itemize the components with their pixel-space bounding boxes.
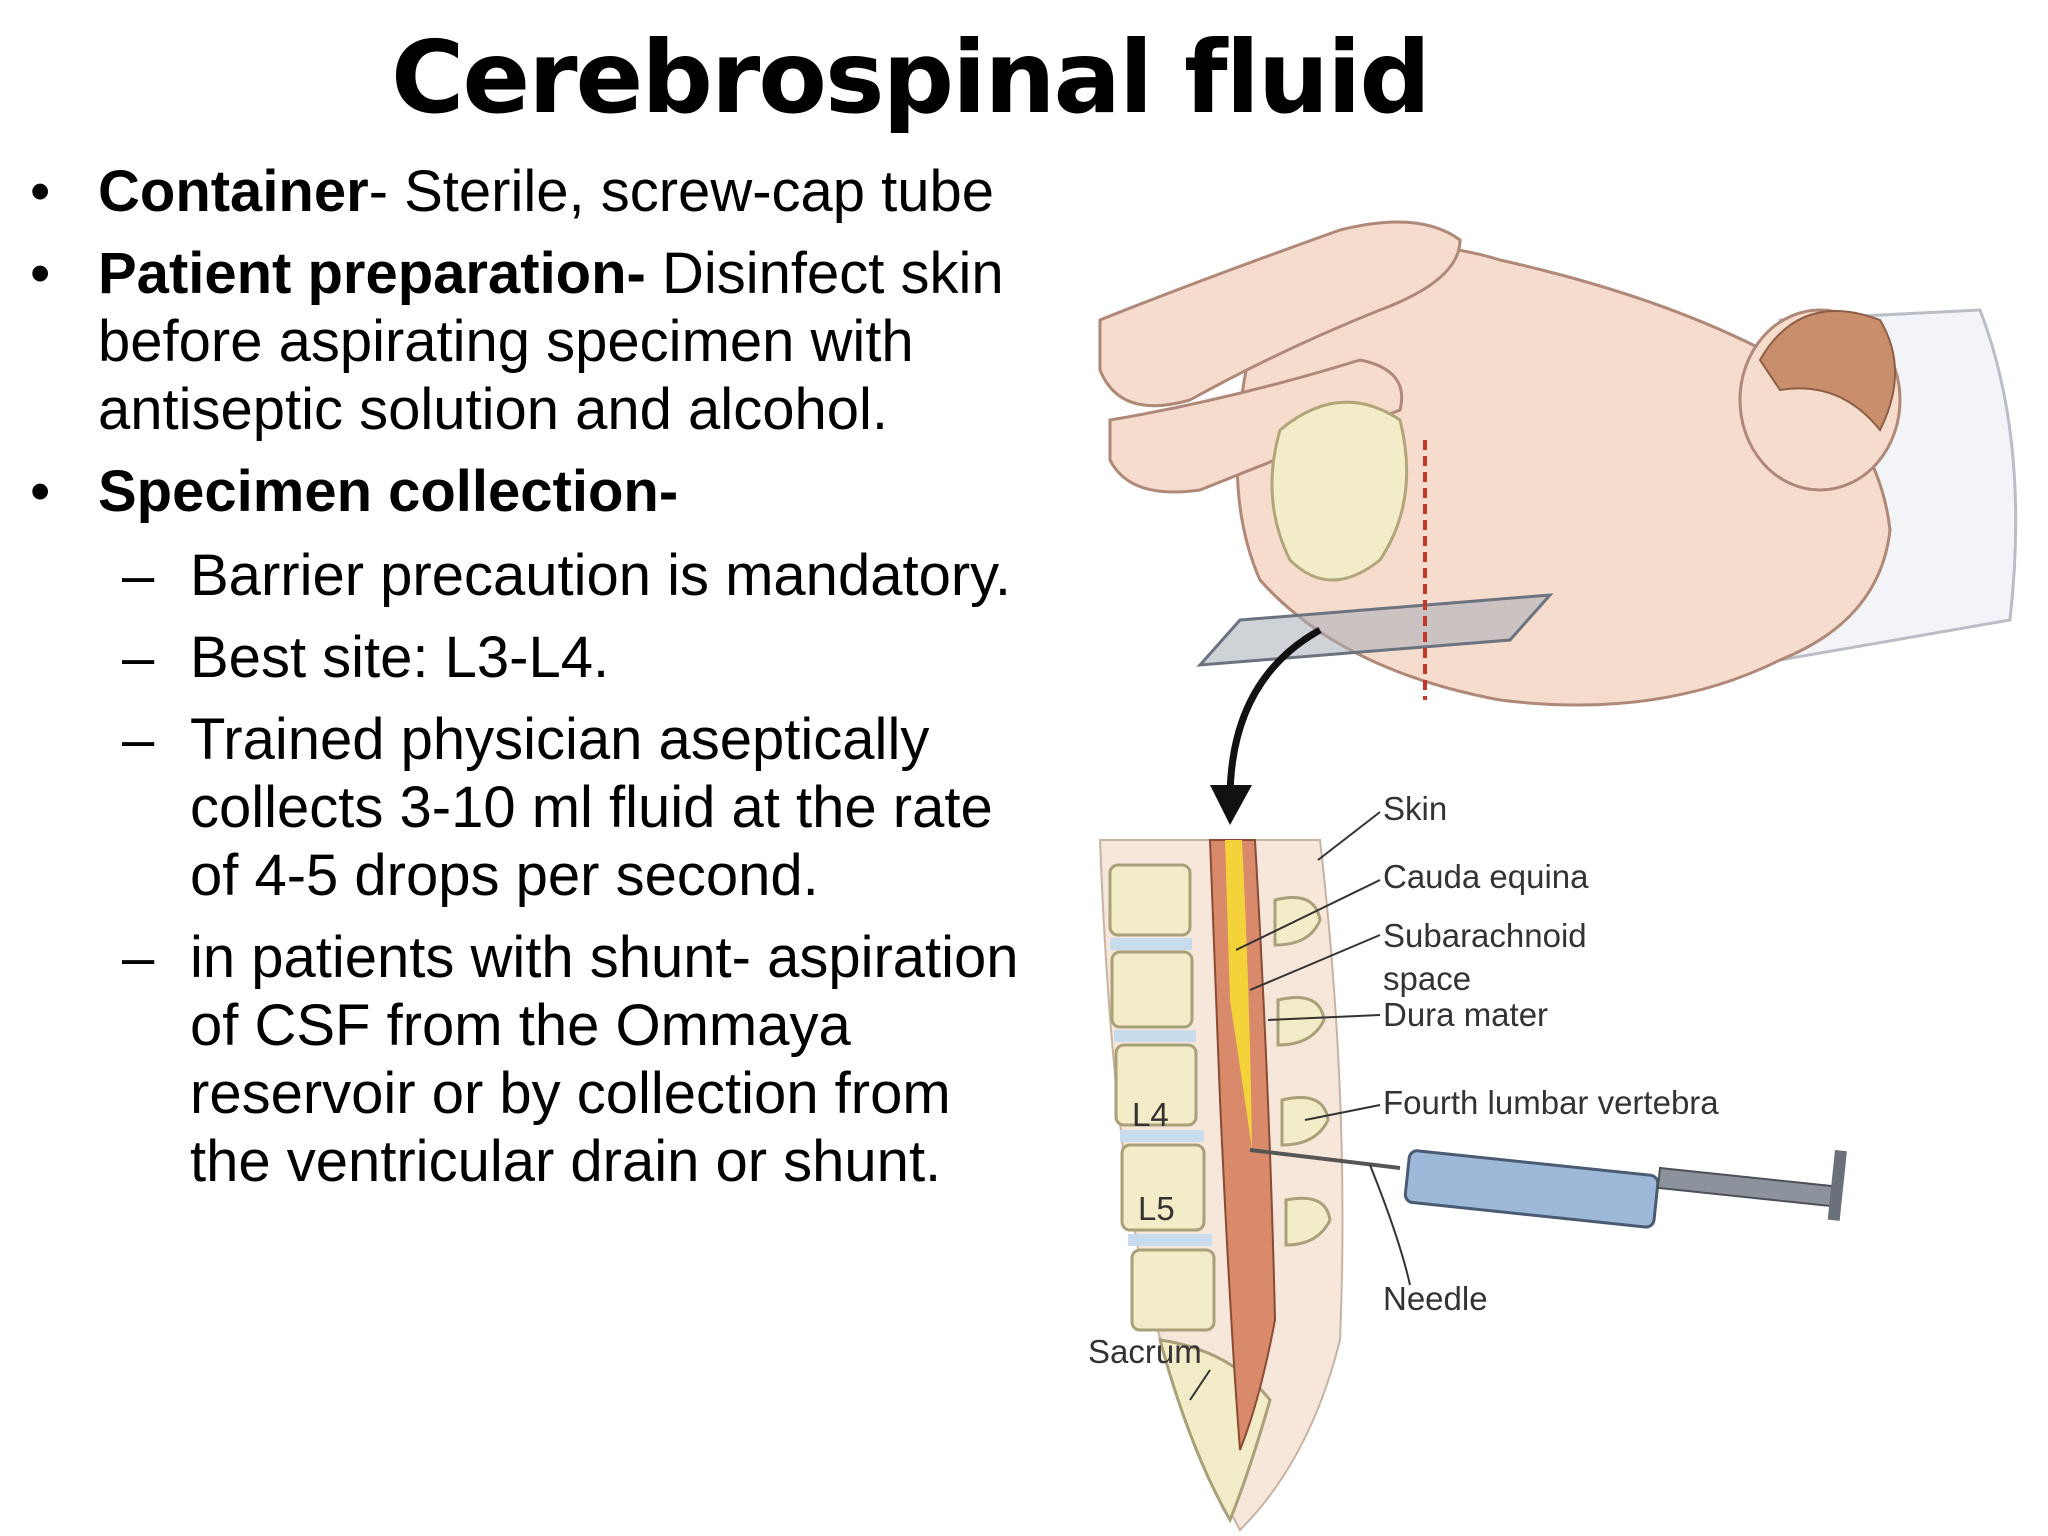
bullet-list: • Container- Sterile, screw-cap tube • P… xyxy=(22,158,1032,1210)
syringe-plunger-end xyxy=(1827,1150,1847,1221)
label-space: space xyxy=(1383,960,1471,997)
intervertebral-disc xyxy=(1114,1030,1196,1042)
leader-line-needle xyxy=(1369,1164,1411,1286)
intervertebral-disc xyxy=(1128,1234,1212,1246)
patient-back-shape xyxy=(1235,245,1892,707)
bullet-container: • Container- Sterile, screw-cap tube xyxy=(22,158,1032,226)
patient-legs-shape xyxy=(1108,358,1404,494)
sub-bullet-text: Barrier precaution is mandatory. xyxy=(190,543,1011,608)
needle-shaft xyxy=(1249,1148,1401,1170)
leader-line-sacrum xyxy=(1189,1369,1211,1401)
bullet-collection: • Specimen collection- –Barrier precauti… xyxy=(22,458,1032,1196)
spinous-process xyxy=(1276,996,1326,1047)
section-arrow xyxy=(1226,626,1322,801)
vertebra-body xyxy=(1114,1043,1198,1127)
section-plane-shape xyxy=(1196,593,1554,667)
dash-marker: – xyxy=(122,925,155,990)
vertebra-body xyxy=(1110,950,1194,1029)
pelvis-bone-shape xyxy=(1270,400,1409,582)
sub-bullet-list: –Barrier precaution is mandatory. –Best … xyxy=(98,542,1032,1196)
slide-title: Cerebrospinal fluid xyxy=(391,19,1431,136)
sub-bullet-text: Best site: L3-L4. xyxy=(190,625,610,690)
bullet-preparation: • Patient preparation- Disinfect skin be… xyxy=(22,240,1032,444)
bullet-text: Disinfect skin before aspirating specime… xyxy=(98,241,1004,442)
illustration-svg: Skin Cauda equina Subarachnoid space Dur… xyxy=(1088,220,2018,1532)
bullet-dot: • xyxy=(30,159,51,224)
label-l4: L4 xyxy=(1132,1096,1169,1133)
spinous-process xyxy=(1280,1096,1330,1147)
dash-marker: – xyxy=(122,543,155,608)
leader-line-skin xyxy=(1317,811,1381,861)
patient-hair-shape xyxy=(1758,310,1896,432)
patient-legs-shape xyxy=(1098,220,1462,408)
label-l5: L5 xyxy=(1138,1190,1175,1227)
sub-bullet: –Best site: L3-L4. xyxy=(22,624,1032,692)
bullet-text: - Sterile, screw-cap tube xyxy=(368,159,995,224)
spinous-process xyxy=(1284,1196,1332,1247)
sub-bullet: –Barrier precaution is mandatory. xyxy=(22,542,1032,610)
label-skin: Skin xyxy=(1383,790,1447,827)
dash-marker: – xyxy=(122,625,155,690)
bullet-dot: • xyxy=(30,241,51,306)
vertebra-body xyxy=(1108,863,1192,937)
lumbar-puncture-illustration: Skin Cauda equina Subarachnoid space Dur… xyxy=(1080,200,2040,1536)
bullet-label: Patient preparation- xyxy=(98,241,646,306)
arrow-head xyxy=(1210,785,1252,825)
intervertebral-disc xyxy=(1120,1130,1204,1142)
label-sacrum: Sacrum xyxy=(1088,1333,1202,1370)
label-fourth-lumbar: Fourth lumbar vertebra xyxy=(1383,1084,1719,1121)
bullet-label: Container xyxy=(98,159,369,224)
leader-line-cauda xyxy=(1235,879,1381,951)
vertebra-body xyxy=(1130,1248,1216,1332)
label-cauda-equina: Cauda equina xyxy=(1383,858,1589,895)
syringe-barrel xyxy=(1403,1149,1660,1229)
intervertebral-disc xyxy=(1110,938,1192,950)
dash-marker: – xyxy=(122,707,155,772)
vertebra-body xyxy=(1120,1143,1206,1232)
leader-line-fourth xyxy=(1304,1104,1381,1121)
label-needle: Needle xyxy=(1383,1280,1488,1317)
sub-bullet: –in patients with shunt- aspiration of C… xyxy=(22,924,1032,1196)
leader-line-subarachnoid xyxy=(1249,934,1381,991)
sub-bullet: –Trained physician aseptically collects … xyxy=(22,706,1032,910)
sub-bullet-text: in patients with shunt- aspiration of CS… xyxy=(190,925,1019,1194)
sub-bullet-text: Trained physician aseptically collects 3… xyxy=(190,707,993,908)
leader-line-dura xyxy=(1267,1014,1381,1021)
bullet-label: Specimen collection- xyxy=(98,459,679,524)
spinous-process xyxy=(1273,896,1322,947)
bullet-dot: • xyxy=(30,459,51,524)
syringe-plunger xyxy=(1656,1166,1841,1208)
cauda-equina xyxy=(1225,840,1252,1150)
label-subarachnoid: Subarachnoid xyxy=(1383,917,1587,954)
label-dura-mater: Dura mater xyxy=(1383,996,1548,1033)
dura-sac xyxy=(1208,839,1277,1451)
